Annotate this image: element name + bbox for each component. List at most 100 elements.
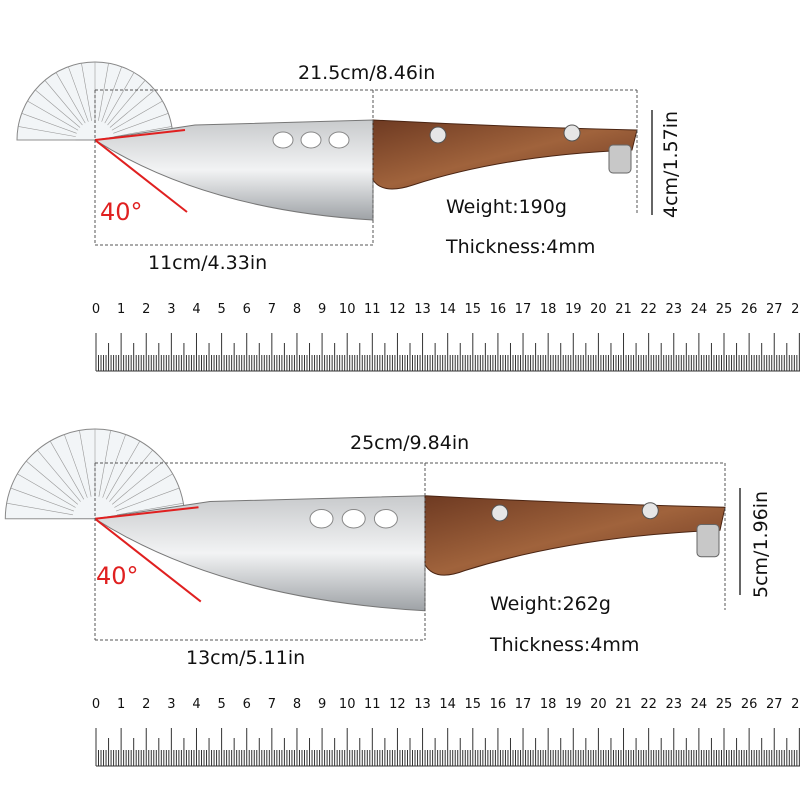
- blade-hole: [341, 509, 366, 529]
- ruler-label: 2: [142, 697, 150, 712]
- ruler-label: 5: [217, 302, 225, 317]
- ruler-label: 12: [389, 302, 406, 317]
- bottom-width: 5cm/1.96in: [750, 490, 772, 598]
- ruler-label: 15: [465, 302, 482, 317]
- top-thickness: Thickness:4mm: [446, 236, 596, 258]
- protractor-ray: [98, 63, 109, 121]
- ruler-label: 22: [640, 302, 657, 317]
- protractor-ray: [102, 434, 126, 498]
- ruler-label: 7: [268, 302, 276, 317]
- ruler-label: 20: [590, 697, 607, 712]
- ruler-label: 9: [318, 697, 326, 712]
- ruler-label: 14: [439, 302, 456, 317]
- protractor-ray: [64, 434, 88, 498]
- ruler-label: 26: [741, 302, 758, 317]
- ruler-label: 16: [490, 697, 507, 712]
- ruler-label: 19: [565, 697, 582, 712]
- ruler-label: 14: [439, 697, 456, 712]
- protractor-ray: [115, 487, 180, 512]
- blade-hole: [309, 509, 334, 529]
- protractor-ray: [37, 449, 81, 502]
- bottom-weight: Weight:262g: [490, 593, 611, 615]
- ruler-label: 27: [766, 697, 783, 712]
- protractor-ray: [98, 430, 111, 497]
- angle-line: [94, 517, 202, 603]
- protractor-ray: [44, 80, 83, 126]
- protractor-ray: [26, 460, 79, 505]
- ruler-label: 21: [615, 697, 632, 712]
- top-total-length: 21.5cm/8.46in: [298, 62, 436, 84]
- ruler-label: 20: [590, 302, 607, 317]
- ruler-label: 8: [293, 697, 301, 712]
- ruler-label: 24: [691, 302, 708, 317]
- blade-hole: [373, 509, 398, 529]
- protractor-ray: [10, 487, 75, 512]
- bottom-blade-length: 13cm/5.11in: [186, 647, 306, 669]
- protractor-ray: [113, 113, 169, 134]
- ruler-label: 25: [716, 302, 733, 317]
- protractor-ray: [104, 72, 135, 124]
- rivet: [429, 126, 447, 144]
- ruler-label: 23: [665, 697, 682, 712]
- ruler-label: 10: [339, 697, 356, 712]
- ruler-label: 1: [117, 302, 125, 317]
- ruler-label: 12: [389, 697, 406, 712]
- ruler-label: 9: [318, 302, 326, 317]
- protractor-ray: [107, 80, 146, 126]
- ruler-label: 13: [414, 302, 431, 317]
- ruler-label: 6: [243, 697, 251, 712]
- ruler-label: 26: [741, 697, 758, 712]
- ruler-label: 3: [167, 697, 175, 712]
- ruler-label: 28: [791, 697, 800, 712]
- ruler-label: 11: [364, 697, 381, 712]
- protractor-ray: [27, 100, 79, 131]
- top-angle: 40°: [100, 198, 143, 226]
- ruler-label: 10: [339, 302, 356, 317]
- angle-line: [94, 139, 188, 213]
- ruler-label: 13: [414, 697, 431, 712]
- top-blade-length: 11cm/4.33in: [148, 252, 268, 274]
- ruler-label: 27: [766, 302, 783, 317]
- protractor-ray: [21, 113, 77, 134]
- protractor-ray: [68, 66, 89, 122]
- protractor-ray: [101, 66, 122, 122]
- ruler-label: 28: [791, 302, 800, 317]
- ruler-label: 8: [293, 302, 301, 317]
- protractor-ray: [114, 473, 173, 508]
- protractor-ray: [6, 502, 73, 516]
- bottom-total-length: 25cm/9.84in: [350, 432, 470, 454]
- bolster-ring: [696, 524, 720, 558]
- handle: [424, 495, 726, 576]
- ruler-label: 7: [268, 697, 276, 712]
- protractor-ray: [35, 89, 81, 128]
- protractor-ray: [17, 473, 76, 508]
- ruler-label: 18: [540, 302, 557, 317]
- ruler-label: 4: [192, 302, 200, 317]
- top-width: 4cm/1.57in: [660, 110, 682, 218]
- protractor-ray: [114, 126, 172, 137]
- ruler-label: 21: [615, 302, 632, 317]
- ruler-label: 2: [142, 302, 150, 317]
- protractor-ray: [49, 440, 85, 500]
- rivet: [491, 504, 509, 522]
- ruler-label: 0: [92, 302, 100, 317]
- protractor-ray: [111, 460, 164, 505]
- top-weight: Weight:190g: [446, 196, 567, 218]
- ruler-label: 3: [167, 302, 175, 317]
- protractor-ray: [105, 440, 141, 500]
- protractor-ray: [117, 502, 184, 516]
- protractor-ray: [18, 126, 76, 137]
- ruler-label: 0: [92, 697, 100, 712]
- protractor-ray: [81, 63, 92, 121]
- bottom-angle: 40°: [96, 562, 139, 590]
- protractor-ray: [109, 89, 155, 128]
- rivet: [563, 124, 581, 142]
- ruler-label: 5: [217, 697, 225, 712]
- ruler-label: 17: [515, 697, 532, 712]
- ruler-label: 6: [243, 302, 251, 317]
- protractor-ray: [79, 430, 92, 497]
- ruler-label: 16: [490, 302, 507, 317]
- ruler-label: 25: [716, 697, 733, 712]
- blade-hole: [272, 131, 294, 149]
